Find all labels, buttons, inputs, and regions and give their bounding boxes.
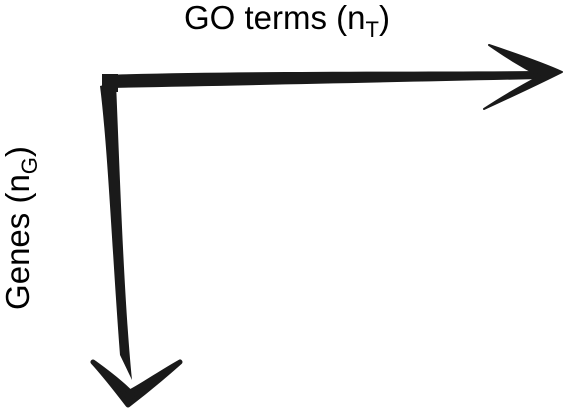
horizontal-axis-label-subscript: T	[366, 17, 379, 42]
axes-corner-joint	[102, 74, 118, 92]
vertical-axis-label-close: )	[0, 146, 36, 157]
vertical-axis-label-main: Genes (n	[0, 174, 36, 310]
horizontal-axis-label: GO terms (nT)	[184, 0, 390, 42]
vertical-axis-label: Genes (nG)	[0, 146, 42, 310]
horizontal-arrowhead-icon	[483, 44, 563, 110]
horizontal-axis-label-close: )	[379, 0, 390, 36]
horizontal-arrow-shaft	[104, 71, 541, 88]
vertical-arrowhead-icon	[90, 359, 183, 408]
vertical-arrow-shaft	[100, 82, 132, 380]
horizontal-axis-label-main: GO terms (n	[184, 0, 366, 36]
vertical-axis-label-subscript: G	[17, 157, 42, 174]
